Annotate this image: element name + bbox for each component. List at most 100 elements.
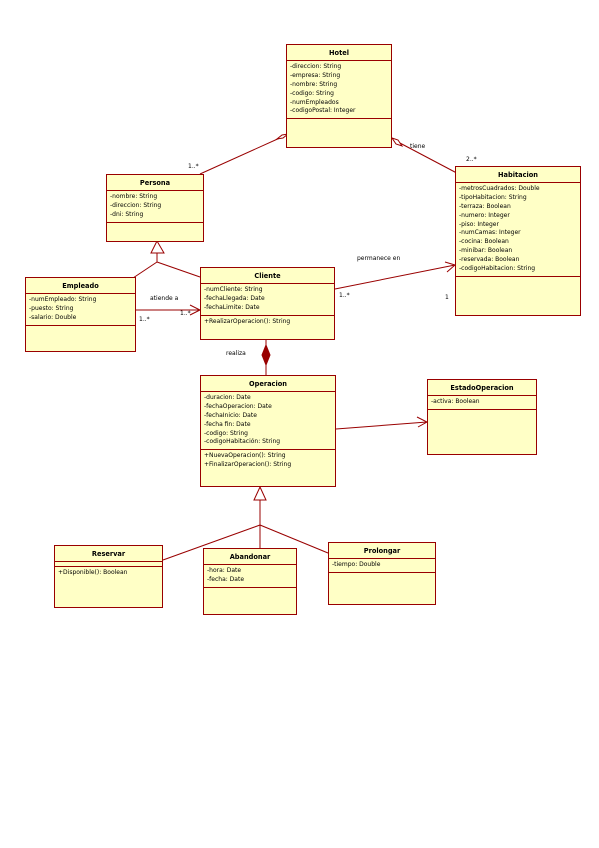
class-name: Abandonar — [204, 549, 296, 565]
class-member: -reservada: Boolean — [459, 256, 520, 264]
class-member: -direccion: String — [290, 63, 342, 70]
class-member: -numEmpleados — [290, 98, 339, 106]
class-name: Reservar — [55, 546, 162, 562]
class-habitacion[interactable]: Habitacion -metrosCuadrados: Double-tipo… — [455, 166, 581, 316]
class-name: Hotel — [287, 45, 391, 61]
class-attributes: -activa: Boolean — [428, 396, 536, 410]
class-member: -dni: String — [110, 210, 144, 218]
class-member: +FinalizarOperacion(): String — [204, 461, 292, 469]
class-member: +RealizarOperacion(): String — [204, 317, 291, 325]
class-attributes: -hora: Date-fecha: Date — [204, 565, 296, 588]
class-member: -terraza: Boolean — [459, 202, 511, 210]
class-member: -tiempo: Double — [332, 561, 381, 568]
atiende-a-label: atiende a — [150, 295, 179, 302]
class-operations — [26, 326, 135, 351]
class-estado-operacion[interactable]: EstadoOperacion -activa: Boolean — [427, 379, 537, 455]
class-member: -hora: Date — [207, 567, 242, 574]
hotel-aggregation-diamond-right — [390, 137, 404, 147]
class-operations — [456, 277, 580, 315]
class-member: -codigoHabitación: String — [204, 438, 281, 446]
class-operations — [329, 573, 435, 604]
class-member: -numCliente: String — [204, 286, 263, 293]
class-reservar[interactable]: Reservar +Disponible(): Boolean — [54, 545, 163, 608]
class-member: -direccion: String — [110, 201, 162, 209]
class-member: -numEmpleado: String — [29, 296, 97, 303]
class-operacion[interactable]: Operacion -duracion: Date-fechaOperacion… — [200, 375, 336, 487]
class-member: +Disponible(): Boolean — [58, 569, 128, 576]
class-name: Cliente — [201, 268, 334, 284]
class-member: -nombre: String — [290, 80, 338, 88]
class-attributes: -nombre: String-direccion: String-dni: S… — [107, 191, 203, 223]
class-persona[interactable]: Persona -nombre: String-direccion: Strin… — [106, 174, 204, 242]
operacion-generalization-triangle — [253, 485, 267, 501]
class-attributes: -duracion: Date-fechaOperacion: Date-fec… — [201, 392, 335, 451]
realiza-label: realiza — [226, 350, 246, 357]
reservar-generalization-line — [162, 524, 261, 561]
class-member: -metrosCuadrados: Double — [459, 185, 540, 192]
class-member: -fechaInicio: Date — [204, 411, 257, 419]
class-attributes: -metrosCuadrados: Double-tipoHabitacion:… — [456, 183, 580, 277]
habitacion-one-multiplicity: 1 — [445, 294, 449, 301]
class-operations — [107, 223, 203, 241]
class-member: -piso: Integer — [459, 220, 499, 228]
class-member: -numero: Integer — [459, 211, 510, 219]
class-attributes: -numEmpleado: String-puesto: String-sala… — [26, 294, 135, 326]
class-member: -fechaLlegada: Date — [204, 294, 265, 302]
prolongar-generalization-line — [259, 524, 329, 554]
class-member: -fecha: Date — [207, 575, 245, 583]
class-operations — [204, 588, 296, 614]
class-member: -codigoHabitacion: String — [459, 265, 536, 273]
class-member: -codigoPostal: Integer — [290, 107, 356, 115]
permanece-en-label: permanece en — [357, 255, 401, 262]
class-member: -cocina: Boolean — [459, 238, 509, 246]
cliente-empleado-multiplicity: 1..* — [180, 310, 191, 317]
class-name: Prolongar — [329, 543, 435, 559]
class-member: -salario: Double — [29, 313, 77, 321]
class-name: Empleado — [26, 278, 135, 294]
class-operations: +RealizarOperacion(): String — [201, 316, 334, 339]
tiene-label: tiene — [410, 143, 426, 150]
class-operations — [287, 119, 391, 147]
class-member: -tipoHabitacion: String — [459, 193, 527, 201]
habitacion-multiplicity: 2..* — [466, 156, 477, 163]
class-member: -nombre: String — [110, 193, 158, 200]
class-attributes: -tiempo: Double — [329, 559, 435, 573]
cliente-habitacion-link — [334, 264, 456, 290]
class-name: EstadoOperacion — [428, 380, 536, 396]
class-member: -codigo: String — [290, 89, 334, 97]
class-cliente[interactable]: Cliente -numCliente: String-fechaLlegada… — [200, 267, 335, 340]
class-operations: +Disponible(): Boolean — [55, 567, 162, 607]
class-name: Habitacion — [456, 167, 580, 183]
class-member: -empresa: String — [290, 71, 341, 79]
cliente-habitacion-multiplicity: 1..* — [339, 292, 350, 299]
class-hotel[interactable]: Hotel -direccion: String-empresa: String… — [286, 44, 392, 148]
class-member: -puesto: String — [29, 304, 74, 312]
class-attributes — [55, 562, 162, 567]
class-abandonar[interactable]: Abandonar -hora: Date-fecha: Date — [203, 548, 297, 615]
class-member: -codigo: String — [204, 429, 248, 437]
class-operations — [428, 410, 536, 454]
persona-hotel-multiplicity: 1..* — [188, 163, 199, 170]
persona-hotel-link — [199, 136, 283, 175]
class-member: -duracion: Date — [204, 394, 251, 401]
hotel-aggregation-diamond-left — [275, 133, 290, 140]
class-member: -fechaLimite: Date — [204, 303, 260, 311]
composition-diamond — [261, 343, 271, 367]
class-member: -activa: Boolean — [431, 398, 480, 405]
class-member: -fecha fin: Date — [204, 420, 251, 428]
class-operations: +NuevaOperacion(): String+FinalizarOpera… — [201, 450, 335, 486]
class-prolongar[interactable]: Prolongar -tiempo: Double — [328, 542, 436, 605]
class-member: -fechaOperacion: Date — [204, 402, 272, 410]
class-name: Operacion — [201, 376, 335, 392]
class-member: +NuevaOperacion(): String — [204, 452, 286, 460]
operacion-estado-link — [335, 421, 428, 430]
class-attributes: -direccion: String-empresa: String-nombr… — [287, 61, 391, 120]
cliente-generalization-line — [156, 261, 201, 278]
class-attributes: -numCliente: String-fechaLlegada: Date-f… — [201, 284, 334, 316]
empleado-multiplicity: 1..* — [139, 316, 150, 323]
class-name: Persona — [107, 175, 203, 191]
class-member: -numCamas: Integer — [459, 229, 521, 237]
persona-generalization-triangle — [150, 239, 165, 254]
class-empleado[interactable]: Empleado -numEmpleado: String-puesto: St… — [25, 277, 136, 352]
class-member: -minibar: Boolean — [459, 247, 513, 255]
